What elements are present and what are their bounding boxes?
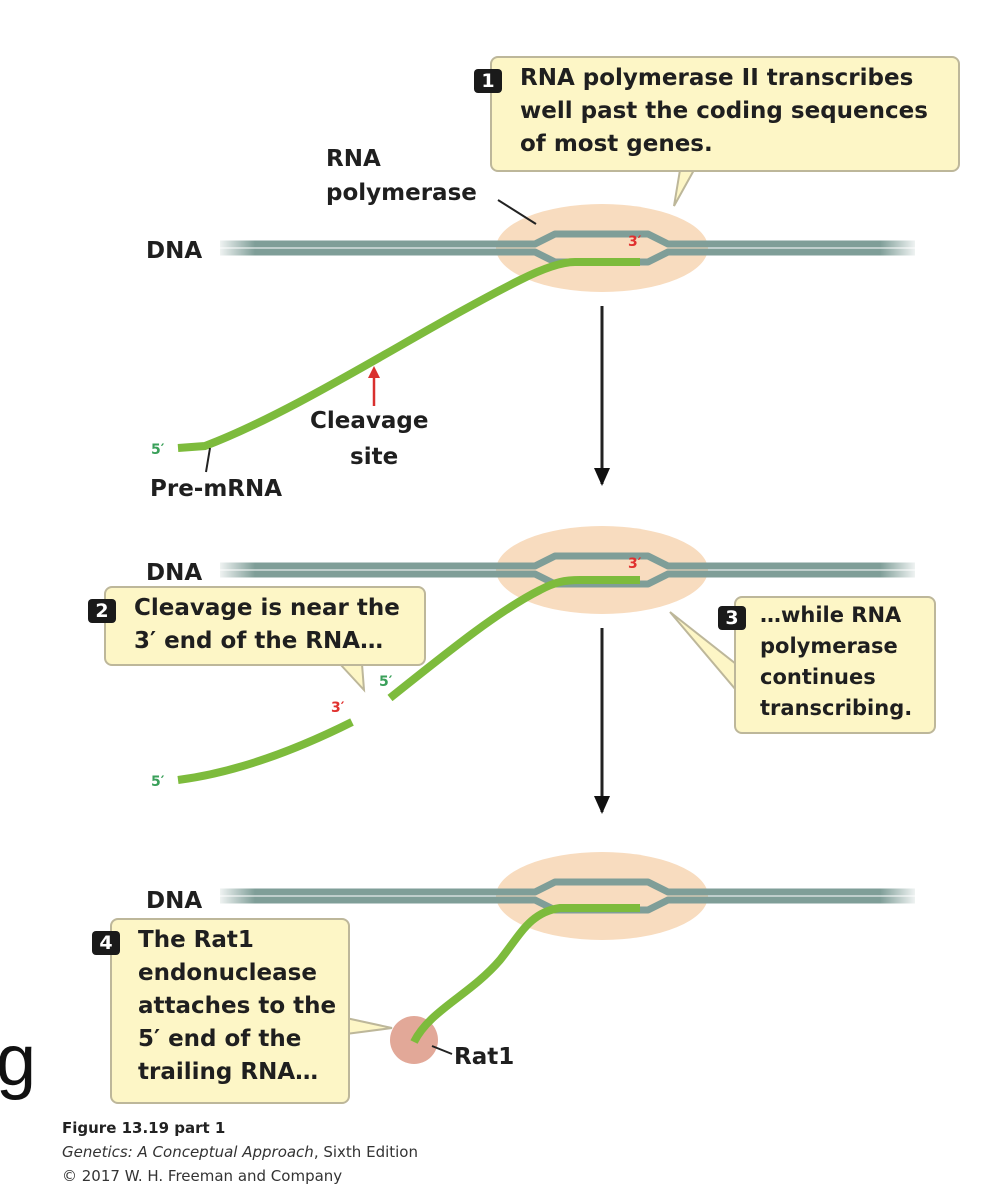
- cleavage-site-arrowhead: [368, 366, 380, 378]
- down-arrow-2-head: [594, 796, 610, 814]
- rat1-leader-line: [431, 1045, 453, 1055]
- rna-transcript-segment: [387, 576, 640, 702]
- three-prime-label-growing: 3′: [628, 234, 642, 250]
- callout-4-line-1: The Rat1: [138, 927, 254, 953]
- rna-transcript-segment: [177, 258, 640, 452]
- five-prime-label-2: 5′: [151, 774, 165, 790]
- step-1-badge: 1: [474, 69, 502, 93]
- book-citation: Genetics: A Conceptual Approach, Sixth E…: [62, 1140, 418, 1164]
- five-prime-label-downstream: 5′: [379, 674, 393, 690]
- callout-step-3: 3 …while RNA polymerase continues transc…: [718, 596, 936, 734]
- three-prime-label-growing: 3′: [628, 556, 642, 572]
- callout-2-line-2: 3′ end of the RNA…: [134, 628, 384, 654]
- callout-1-pointer: [673, 169, 696, 207]
- callout-4-line-5: trailing RNA…: [138, 1059, 319, 1085]
- pre-mrna-label: Pre-mRNA: [150, 476, 282, 502]
- down-arrow-1-head: [594, 468, 610, 486]
- callout-1-line-3: of most genes.: [520, 131, 713, 157]
- callout-step-1: 1 RNA polymerase II transcribes well pas…: [474, 56, 960, 172]
- rna-polymerase-blob: [496, 526, 708, 614]
- step-2-badge: 2: [88, 599, 116, 623]
- book-edition: , Sixth Edition: [313, 1143, 418, 1161]
- step-4-badge: 4: [92, 931, 120, 955]
- callout-2-line-1: Cleavage is near the: [134, 595, 400, 621]
- callout-1-line-2: well past the coding sequences: [520, 98, 928, 124]
- rna-polymerase-blob: [496, 852, 708, 940]
- figure-number: Figure 13.19 part 1: [62, 1119, 226, 1137]
- dna-label-2: DNA: [146, 560, 202, 586]
- rna-polymerase-label-line2: polymerase: [326, 180, 477, 206]
- callout-3-line-2: polymerase: [760, 634, 898, 658]
- dna-fade-right: [880, 238, 920, 258]
- callout-3-line-1: …while RNA: [760, 603, 902, 627]
- dna-fade-left: [215, 886, 255, 906]
- dna-label-1: DNA: [146, 238, 202, 264]
- rat1-bound-rna: [410, 904, 640, 1044]
- five-prime-label-1: 5′: [151, 442, 165, 458]
- callout-step-2: 2 Cleavage is near the 3′ end of the RNA…: [88, 586, 426, 666]
- three-prime-label-cleaved: 3′: [331, 700, 345, 716]
- rna-transcript-segment: [177, 718, 354, 784]
- copyright: © 2017 W. H. Freeman and Company: [62, 1167, 343, 1185]
- dna-label-3: DNA: [146, 888, 202, 914]
- rna-polymerase-label-line1: RNA: [326, 146, 381, 172]
- cleavage-site-label-line2: site: [350, 444, 398, 470]
- pre-mrna-leader-line: [205, 447, 211, 473]
- dna-fade-left: [215, 560, 255, 580]
- callout-4-line-3: attaches to the: [138, 993, 337, 1019]
- dna-template-strand: [220, 230, 915, 248]
- dna-fade-right: [880, 560, 920, 580]
- book-title: Genetics: A Conceptual Approach: [62, 1143, 314, 1161]
- callout-4-line-2: endonuclease: [138, 960, 317, 986]
- stray-text-fragment: g: [0, 1021, 37, 1101]
- dna-template-strand: [220, 552, 915, 570]
- dna-fade-right: [880, 886, 920, 906]
- callout-4-line-4: 5′ end of the: [138, 1026, 302, 1052]
- callout-1-line-1: RNA polymerase II transcribes: [520, 65, 914, 91]
- callout-2-pointer: [337, 663, 366, 693]
- callout-3-line-3: continues: [760, 665, 876, 689]
- panel-step-2: 3′: [177, 526, 920, 784]
- dna-fade-left: [215, 238, 255, 258]
- cleavage-site-label-line1: Cleavage: [310, 408, 428, 434]
- figure-caption: Figure 13.19 part 1 Genetics: A Conceptu…: [62, 1116, 418, 1188]
- callout-3-line-4: transcribing.: [760, 696, 913, 720]
- step-3-badge: 3: [718, 606, 746, 630]
- rat1-label: Rat1: [454, 1044, 514, 1070]
- rna-polymerase-leader-line: [497, 199, 537, 225]
- callout-step-4: 4 The Rat1 endonuclease attaches to the …: [92, 918, 350, 1104]
- panel-step-1: 3′: [177, 204, 920, 452]
- dna-template-strand: [220, 878, 915, 896]
- callout-4-pointer: [345, 1016, 393, 1036]
